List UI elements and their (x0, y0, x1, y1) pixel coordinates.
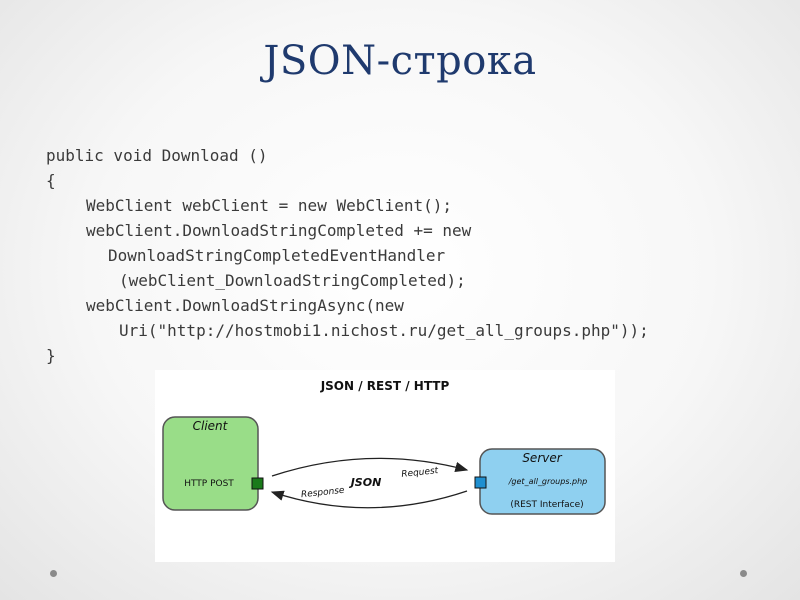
code-line: webClient.DownloadStringCompleted += new (86, 221, 472, 240)
code-line: public void Download () (46, 146, 268, 165)
code-line: { (46, 171, 56, 190)
diagram-svg: JSON / REST / HTTP Client HTTP POST Serv… (162, 379, 606, 515)
code-line: webClient.DownloadStringAsync(new (86, 296, 404, 315)
request-label: Request (401, 466, 439, 480)
client-label: HTTP POST (184, 479, 234, 489)
left-nav-dot (50, 570, 57, 577)
code-line: WebClient webClient = new WebClient(); (86, 196, 453, 215)
code-line: DownloadStringCompletedEventHandler (108, 246, 446, 265)
client-box (162, 416, 259, 511)
response-label: Response (301, 486, 346, 501)
json-center-label: JSON (349, 476, 382, 489)
code-block: public void Download () { WebClient webC… (46, 143, 766, 368)
code-line: } (46, 346, 56, 365)
request-arrow (271, 457, 469, 477)
server-title: Server (522, 451, 562, 465)
slide-title: JSON-строка (263, 38, 537, 84)
server-label: (REST Interface) (510, 500, 583, 510)
client-port (251, 477, 264, 490)
response-arrow (270, 490, 468, 509)
right-nav-dot (740, 570, 747, 577)
code-line: (webClient_DownloadStringCompleted); (119, 271, 466, 290)
client-title: Client (193, 419, 229, 433)
code-line: Uri("http://hostmobi1.nichost.ru/get_all… (119, 321, 649, 340)
server-port (474, 476, 487, 489)
diagram-heading: JSON / REST / HTTP (320, 379, 450, 393)
server-endpoint: /get_all_groups.php (508, 477, 588, 486)
json-rest-diagram: JSON / REST / HTTP Client HTTP POST Serv… (155, 370, 615, 562)
